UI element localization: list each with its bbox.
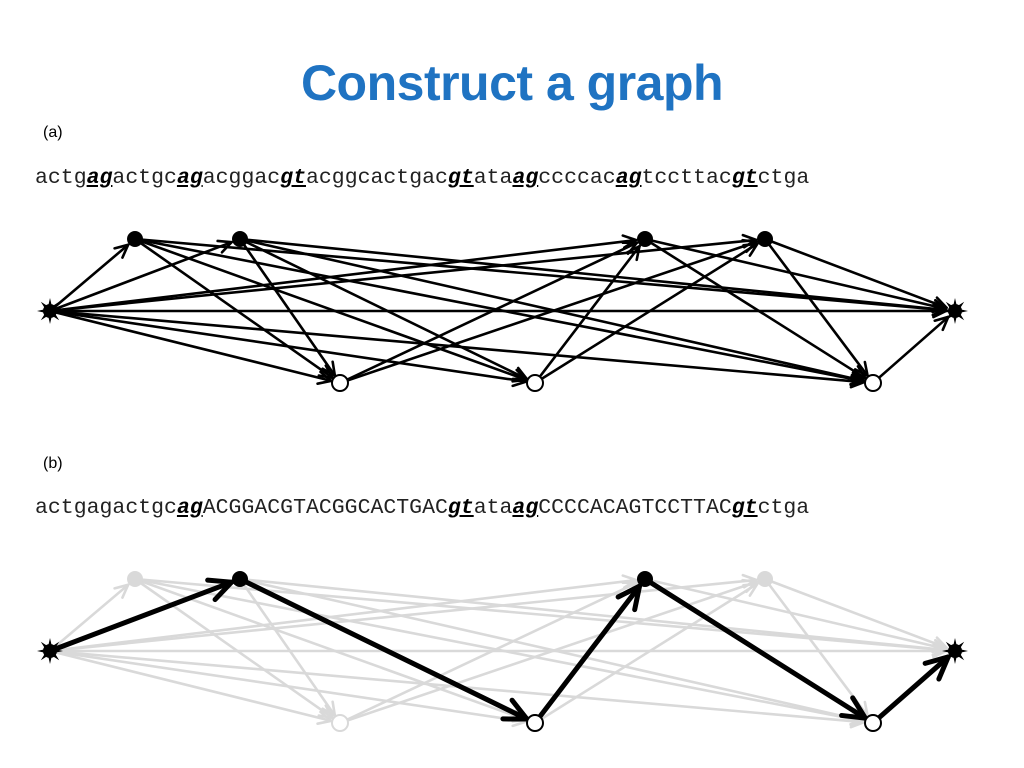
donor-node-d3 <box>864 714 882 732</box>
edge-a4-e <box>763 237 948 311</box>
panel-b-sequence: actgagactgcagACGGACGTACGGCACTGACgtataagC… <box>35 496 809 520</box>
edge-a2-d1 <box>238 237 337 377</box>
edge-s-a3 <box>48 234 638 313</box>
acceptor-node-a2 <box>232 571 248 587</box>
sequence-segment: ACGGACGTACGGCACTGAC <box>202 496 448 520</box>
terminal-node-s <box>37 298 63 324</box>
splice-site-motif: ag <box>86 166 113 190</box>
splice-site-motif: ag <box>512 166 539 190</box>
sequence-segment: ata <box>473 496 513 520</box>
sequence-segment: actg <box>35 166 87 190</box>
edge-d3-e <box>871 315 950 385</box>
acceptor-node-a2 <box>232 231 248 247</box>
splice-site-motif: ag <box>512 496 539 520</box>
sequence-segment: ccccac <box>538 166 616 190</box>
edge-a2-d2 <box>238 237 529 381</box>
sequence-segment: actgagactgc <box>35 496 177 520</box>
sequence-segment: CCCCACAGTCCTTAC <box>538 496 732 520</box>
sequence-segment: ctga <box>757 166 810 190</box>
edge-a2-e <box>238 237 948 317</box>
terminal-node-e <box>942 298 968 324</box>
acceptor-node-a1 <box>127 231 143 247</box>
sequence-segment: acggcactgac <box>305 166 448 190</box>
sequence-segment: ctga <box>757 496 810 520</box>
terminal-node-e <box>942 638 968 664</box>
splice-site-motif: gt <box>447 166 474 190</box>
slide-title: Construct a graph <box>300 55 724 111</box>
sequence-segment: acggac <box>202 166 281 190</box>
edge-d2-a4 <box>533 242 759 385</box>
sequence-segment: actgc <box>112 166 177 190</box>
path-edge-d2-a3 <box>532 583 643 726</box>
faded-edge-s-d2 <box>48 649 528 728</box>
splice-site-motif: ag <box>615 166 642 190</box>
donor-node-d1 <box>331 374 349 392</box>
panel-a-graph <box>37 231 968 392</box>
faded-edge-s-d3 <box>48 649 866 729</box>
path-edge-s-a2 <box>47 577 235 654</box>
splice-site-motif: ag <box>176 496 203 520</box>
panel-a-label: (a) <box>43 124 63 141</box>
splice-site-motif: gt <box>731 496 758 520</box>
panel-b-graph <box>37 571 968 732</box>
acceptor-node-a4 <box>757 231 773 247</box>
splice-site-motif: gt <box>447 496 474 520</box>
panel-b-label: (b) <box>43 455 63 472</box>
sequence-segment: tccttac <box>641 166 732 190</box>
splice-site-motif: gt <box>280 166 306 190</box>
terminal-node-s <box>37 638 63 664</box>
edge-s-d3 <box>48 309 866 389</box>
donor-node-d2 <box>526 714 544 732</box>
edge-d2-a3 <box>533 244 641 385</box>
edge-s-d2 <box>48 309 528 388</box>
acceptor-node-a3 <box>637 231 653 247</box>
splice-site-motif: ag <box>176 166 203 190</box>
donor-node-d3 <box>864 374 882 392</box>
path-edge-d3-e <box>870 654 951 726</box>
panel-a-sequence: actgagactgcagacggacgtacggcactgacgtataagc… <box>35 166 809 190</box>
acceptor-node-a1 <box>127 571 143 587</box>
faded-edge-a4-e <box>763 577 948 651</box>
splice-site-motif: gt <box>731 166 758 190</box>
donor-node-d1 <box>331 714 349 732</box>
donor-node-d2 <box>526 374 544 392</box>
edge-s-a2 <box>48 239 233 313</box>
edge-s-a1 <box>48 243 130 313</box>
acceptor-node-a4 <box>757 571 773 587</box>
faded-edge-a2-d1 <box>238 577 337 717</box>
faded-edge-s-a3 <box>48 574 638 653</box>
edge-a4-d3 <box>763 237 869 378</box>
path-edge-a2-d2 <box>237 576 530 722</box>
sequence-segment: ata <box>473 166 513 190</box>
acceptor-node-a3 <box>637 571 653 587</box>
faded-edge-d2-a4 <box>533 582 759 725</box>
faded-edge-s-a1 <box>48 583 130 653</box>
